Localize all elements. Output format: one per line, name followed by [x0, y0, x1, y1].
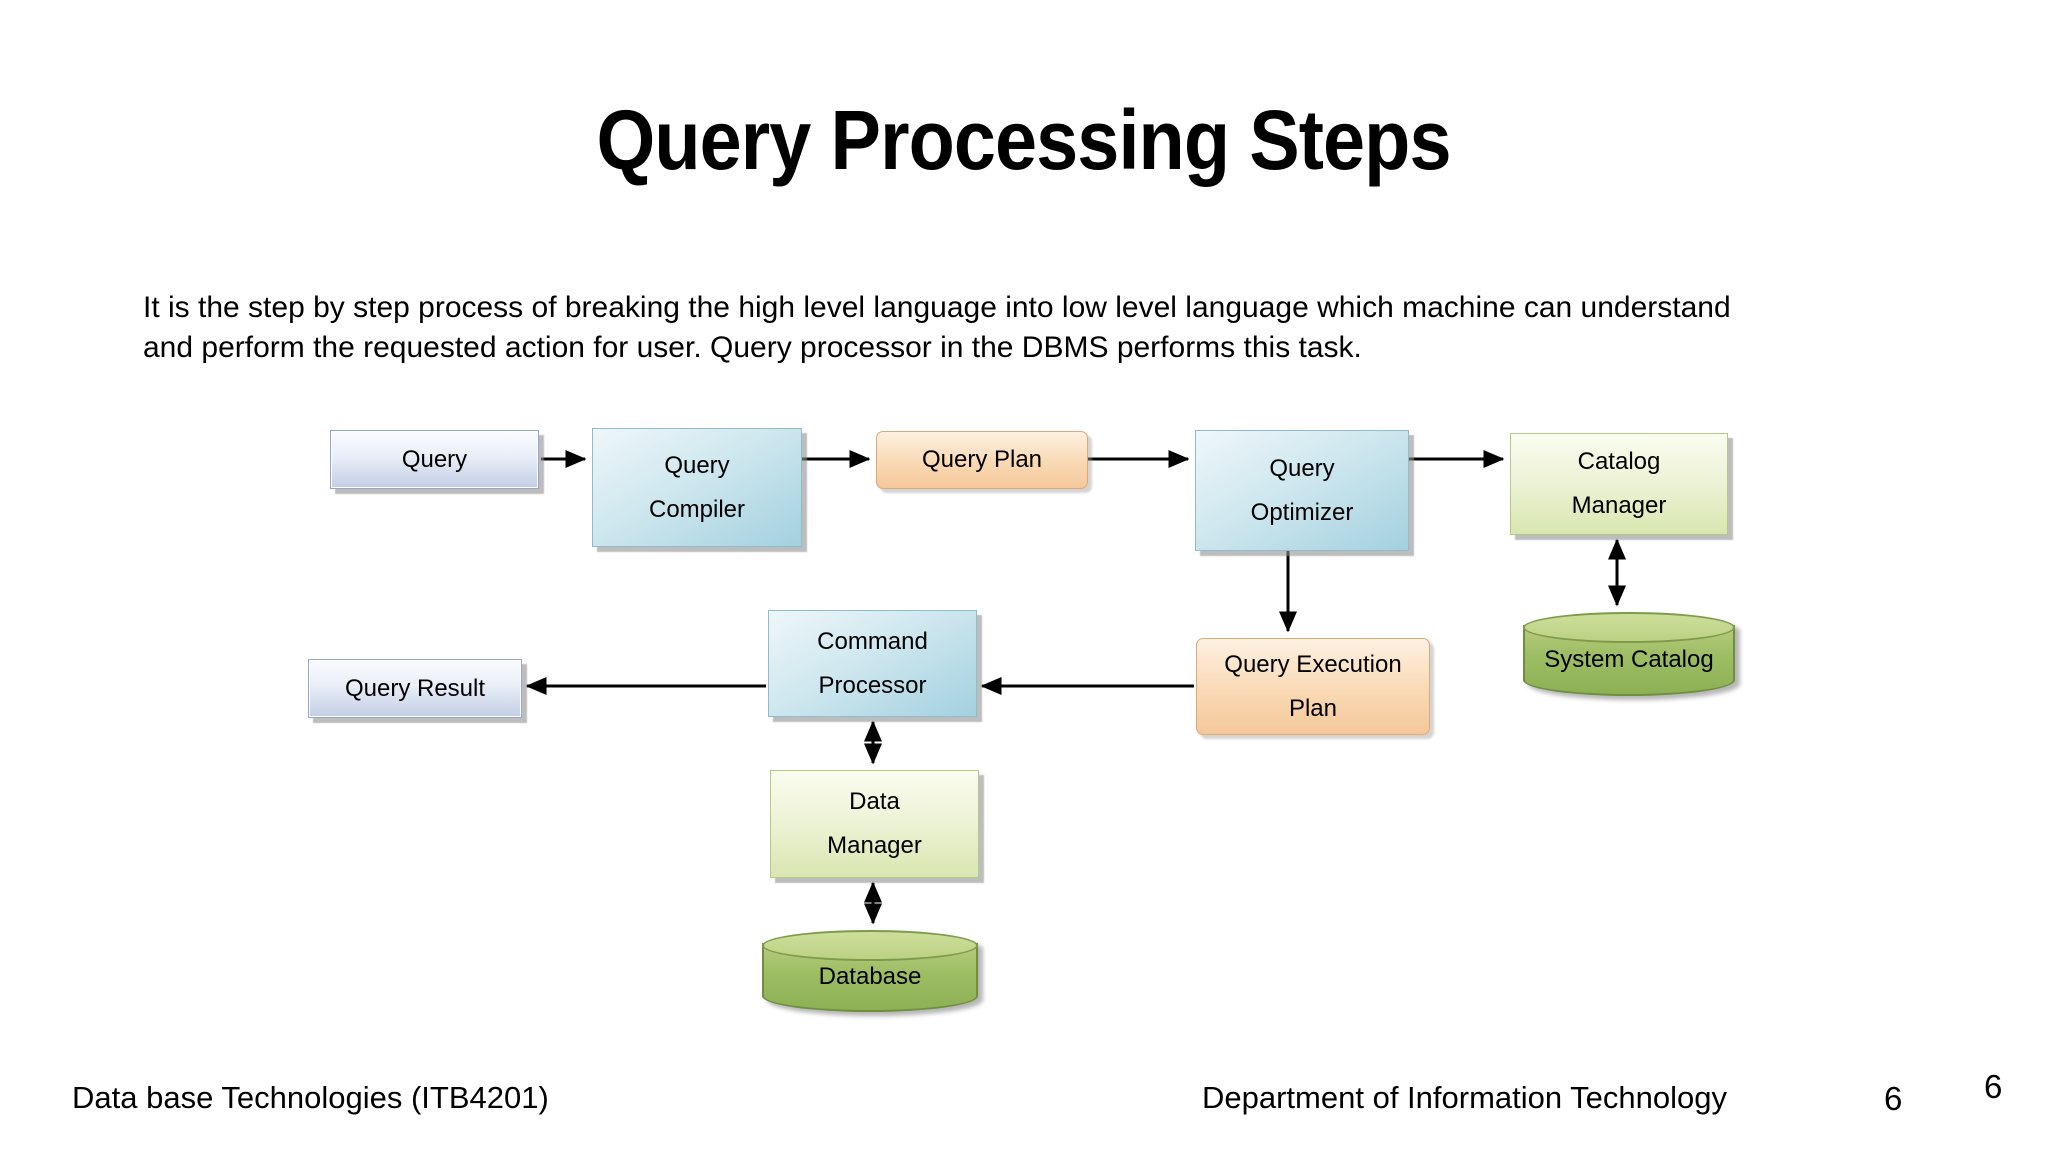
query-execution-plan-node: Query Execution Plan — [1196, 638, 1430, 735]
query-optimizer-label: Query Optimizer — [1250, 454, 1354, 526]
query-plan-label: Query Plan — [921, 446, 1043, 473]
database-node: Database — [762, 930, 978, 1012]
system-catalog-cylinder-top — [1523, 612, 1735, 643]
page-number-duplicate: 6 — [1984, 1068, 2003, 1105]
database-cylinder-top — [762, 930, 978, 961]
data-manager-node: Data Manager — [770, 770, 979, 878]
query-result-node: Query Result — [308, 659, 522, 718]
slide-description: It is the step by step process of breaki… — [143, 288, 1731, 368]
catalog-manager-node: Catalog Manager — [1510, 433, 1728, 535]
query-plan-node: Query Plan — [876, 431, 1088, 489]
catalog-manager-label: Catalog Manager — [1571, 448, 1667, 519]
query-compiler-node: Query Compiler — [592, 428, 802, 547]
page-number: 6 — [1884, 1080, 1903, 1117]
command-processor-label: Command Processor — [817, 627, 928, 699]
footer-department: Department of Information Technology — [1202, 1080, 1728, 1115]
title-bar: Query Processing Steps — [0, 96, 2048, 184]
query-result-label: Query Result — [344, 674, 486, 702]
description-line-2: and perform the requested action for use… — [143, 331, 1362, 364]
system-catalog-label: System Catalog — [1544, 645, 1714, 673]
footer-course: Data base Technologies (ITB4201) — [72, 1080, 549, 1115]
system-catalog-node: System Catalog — [1523, 612, 1735, 696]
query-label: Query — [401, 445, 468, 473]
query-optimizer-node: Query Optimizer — [1195, 430, 1409, 551]
page-title: Query Processing Steps — [596, 93, 1452, 187]
query-compiler-label: Query Compiler — [648, 451, 746, 523]
query-execution-plan-label: Query Execution Plan — [1224, 650, 1402, 722]
command-processor-node: Command Processor — [768, 610, 977, 717]
data-manager-label: Data Manager — [827, 788, 922, 859]
database-label: Database — [818, 962, 922, 990]
description-line-1: It is the step by step process of breaki… — [143, 291, 1731, 324]
query-node: Query — [330, 430, 539, 489]
